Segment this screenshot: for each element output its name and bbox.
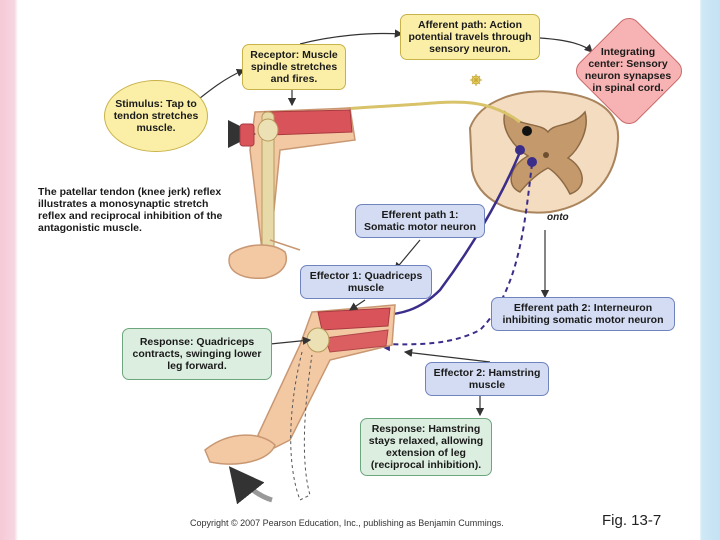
response-2-box: Response: Hamstring stays relaxed, allow… <box>360 418 492 476</box>
response-1-box: Response: Quadriceps contracts, swinging… <box>122 328 272 380</box>
integrating-center-badge: Integrating center: Sensory neuron synap… <box>571 13 687 129</box>
integrating-center-label: Integrating center: Sensory neuron synap… <box>584 46 672 94</box>
afferent-path-box: Afferent path: Action potential travels … <box>400 14 540 60</box>
leg-lower-figure <box>204 304 396 505</box>
effector-2-box: Effector 2: Hamstring muscle <box>425 362 549 396</box>
stimulus-box: Stimulus: Tap to tendon stretches muscle… <box>104 80 208 152</box>
reflex-hammer <box>228 120 256 148</box>
effector-1-box: Effector 1: Quadriceps muscle <box>300 265 432 299</box>
leg-upper-figure <box>228 107 356 279</box>
receptor-box: Receptor: Muscle spindle stretches and f… <box>242 44 346 90</box>
efferent-path-1-box: Efferent path 1: Somatic motor neuron <box>355 204 485 238</box>
copyright-footer: Copyright © 2007 Pearson Education, Inc.… <box>190 518 504 528</box>
figure-number: Fig. 13-7 <box>602 512 662 529</box>
efferent-path-1 <box>375 151 522 324</box>
efferent-path-2 <box>376 163 533 352</box>
figure-description: The patellar tendon (knee jerk) reflex i… <box>38 186 223 234</box>
onto-label: onto <box>547 212 569 223</box>
efferent-path-2-box: Efferent path 2: Interneuron inhibiting … <box>491 297 675 331</box>
synapse-star <box>522 126 532 136</box>
motor-neuron-bodies <box>515 145 537 167</box>
